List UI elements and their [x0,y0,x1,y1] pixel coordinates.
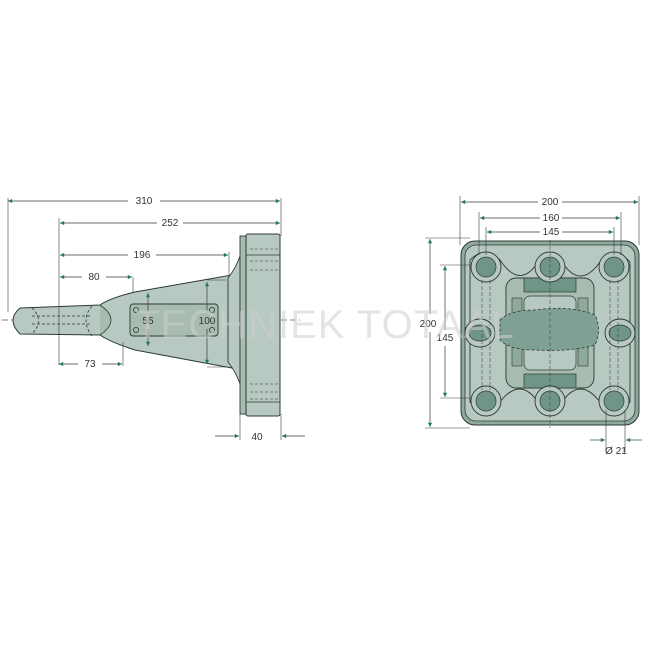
bolt-hole [598,251,630,283]
dim-bolt-height: 145 [437,333,454,344]
plate-hole [208,306,215,313]
dim-overall-length: 310 [136,196,153,207]
bolt-hole [604,318,636,348]
watermark: TECHNIEK TOTAAL [135,303,515,347]
dim-bolt-width-inner: 145 [543,227,560,238]
flange-plate [245,233,281,417]
extension-lines [425,196,640,452]
dim-bolt-width-outer: 160 [543,213,560,224]
dim-web-height: 100 [199,316,216,327]
arm-section [499,307,599,351]
bolt-holes [464,251,636,417]
eye-hidden-edge [85,305,93,337]
dim-plate-height: 200 [420,319,437,330]
dim-eye-offset: 73 [84,359,96,370]
dim-plate-height: 55 [142,316,154,327]
side-view: 310 252 196 80 73 55 100 40 [2,196,305,443]
plate-hole [208,326,215,333]
boss-outline [469,252,631,412]
bolt-hole [534,385,566,417]
bolt-hole [598,385,630,417]
dim-plate-width: 200 [542,197,559,208]
eye-collar [99,304,112,336]
dim-length-to-flange: 252 [162,218,179,229]
dim-flange-thickness: 40 [251,432,263,443]
eye-hidden-edge [31,307,39,335]
dim-eye-length: 80 [88,272,100,283]
bolt-hole [464,318,496,348]
drawbar-arm [12,274,233,369]
plate-hole [132,326,139,333]
hidden-lines [481,240,619,428]
front-view: 200 160 145 200 145 Ø 21 [420,196,642,457]
bolt-hole [470,385,502,417]
extension-lines [7,198,282,440]
plate-hole [132,306,139,313]
dim-length-to-web: 196 [134,250,151,261]
bolt-hole [470,251,502,283]
dim-bolt-hole-diameter: Ø 21 [605,446,627,457]
mounting-plate [129,303,219,337]
